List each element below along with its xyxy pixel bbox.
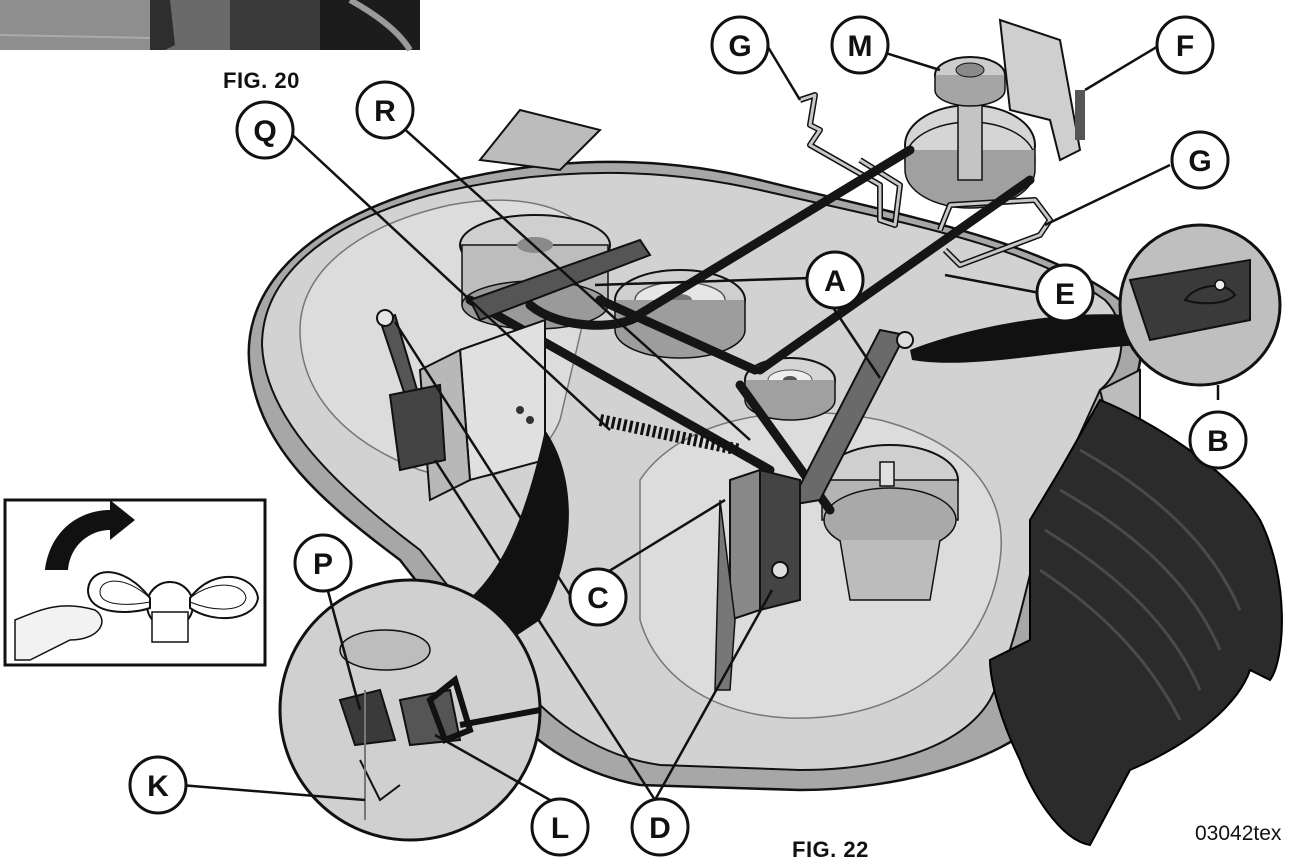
inset-knob-box [3,498,267,667]
callout-e: E [1035,263,1095,323]
lift-link-left [376,309,447,472]
right-spindle-pulley [821,444,959,601]
svg-text:D: D [649,812,671,845]
fig20-partial-image [0,0,420,52]
callout-g-right: G [1170,130,1230,190]
svg-text:G: G [1188,145,1211,178]
small-idler-pulley [744,357,836,421]
svg-text:B: B [1207,425,1229,458]
callout-m: M [830,15,890,75]
callout-d: D [630,797,690,857]
svg-text:K: K [147,770,169,803]
detail-circle-kpl [278,430,569,842]
callout-l: L [530,797,590,857]
belt-guide-left [799,92,903,228]
belt-guide-right [937,197,1053,268]
callout-g-top-left: G [710,15,770,75]
svg-text:L: L [551,812,569,845]
callout-b: B [1188,410,1248,470]
engine-pulley-assembly [904,18,1085,209]
fig-20-caption: FIG. 20 [223,68,300,93]
fig-22-caption: FIG. 22 [792,837,869,862]
callout-r: R [355,80,415,140]
callout-a: A [805,250,865,310]
svg-text:E: E [1055,278,1075,311]
svg-text:R: R [374,95,396,128]
detail-circle-b [910,223,1282,387]
front-bracket-right [714,468,801,691]
svg-text:M: M [848,30,873,63]
callouts: G M F G R Q A [128,15,1248,857]
callout-p: P [293,533,353,593]
drawing-code: 03042tex [1195,822,1282,845]
svg-text:P: P [313,548,333,581]
svg-text:A: A [824,265,846,298]
discharge-chute [988,398,1283,847]
callout-k: K [128,755,188,815]
svg-text:G: G [728,30,751,63]
callout-f: F [1155,15,1215,75]
svg-text:C: C [587,582,609,615]
callout-c: C [568,567,628,627]
svg-text:Q: Q [253,115,276,148]
svg-text:F: F [1176,30,1194,63]
callout-q: Q [235,100,295,160]
